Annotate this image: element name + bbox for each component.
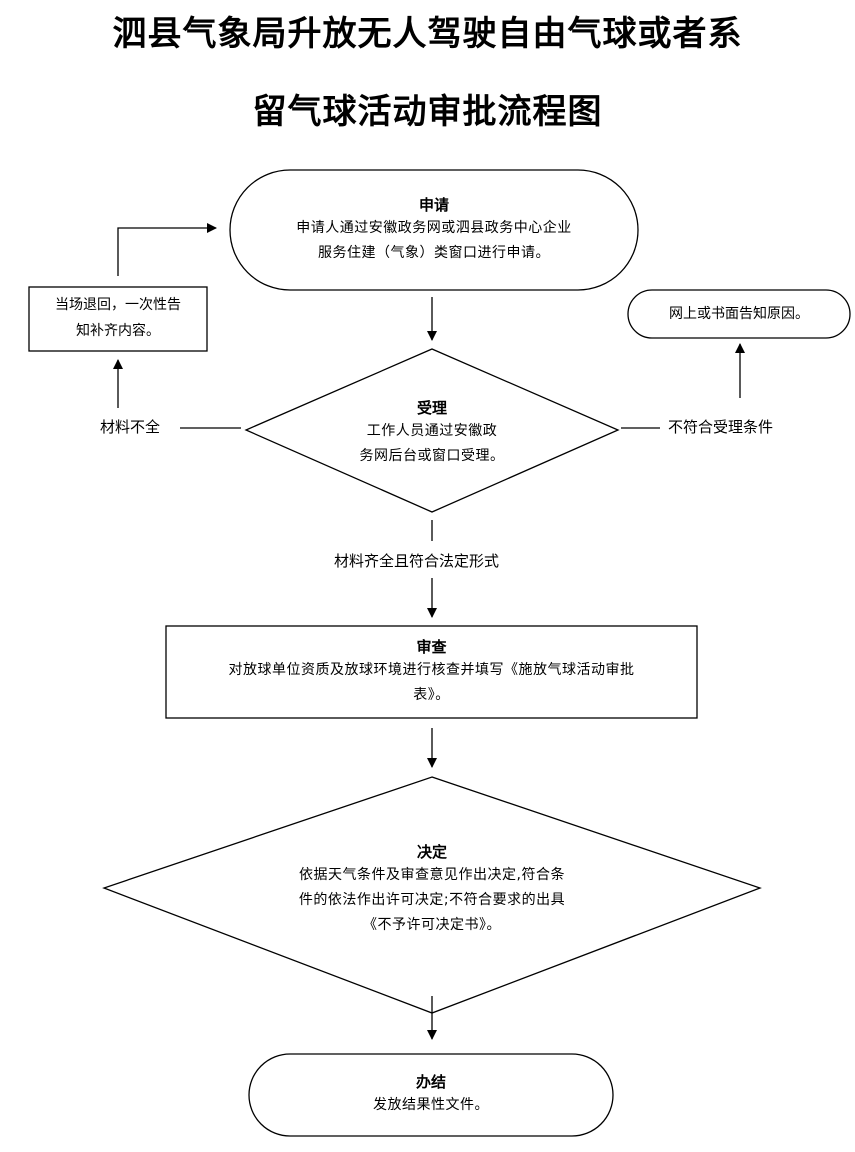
- accept-decision-shape: [244, 348, 620, 513]
- reason-box-shape: [627, 289, 851, 339]
- finish-heading: 办结: [415, 1072, 446, 1091]
- page-title-line-1: 泗县气象局升放无人驾驶自由气球或者系: [112, 14, 743, 54]
- apply-heading: 申请: [418, 196, 449, 214]
- accept-text-line-2: 务网后台或窗口受理。: [359, 448, 505, 464]
- review-text-line-2: 表》。: [413, 687, 450, 703]
- finish-node: 办结 发放结果性文件。: [249, 1064, 613, 1124]
- decision-text-line-3: 《不予许可决定书》。: [363, 916, 501, 933]
- finish-terminal-shape: [248, 1053, 614, 1137]
- reason-box: 网上或书面告知原因。: [628, 301, 850, 327]
- return-box: 当场退回，一次性告 知补齐内容。: [29, 292, 207, 344]
- apply-text-line-2: 服务住建（气象）类窗口进行申请。: [318, 245, 550, 261]
- return-box-line-2: 知补齐内容。: [76, 323, 160, 339]
- return-box-line-1: 当场退回，一次性告: [55, 297, 181, 313]
- reason-box-line-1: 网上或书面告知原因。: [669, 306, 809, 322]
- finish-text-line-1: 发放结果性文件。: [373, 1096, 489, 1113]
- apply-terminal-shape: [229, 169, 639, 291]
- review-text-line-1: 对放球单位资质及放球环境进行核查并填写《施放气球活动审批: [228, 662, 635, 678]
- review-process-shape: [165, 625, 698, 719]
- review-heading: 审查: [416, 638, 447, 656]
- decision-node: 决定 依据天气条件及审查意见作出决定,符合条 件的依法作出许可决定;不符合要求的…: [240, 834, 624, 944]
- accept-node: 受理 工作人员通过安徽政 务网后台或窗口受理。: [300, 390, 564, 476]
- decision-heading: 决定: [416, 842, 447, 861]
- page-title-line-2: 留气球活动审批流程图: [252, 92, 603, 132]
- label-not-qualified: 不符合受理条件: [668, 418, 774, 436]
- accept-text-line-1: 工作人员通过安徽政: [366, 423, 498, 439]
- label-incomplete: 材料不全: [100, 418, 161, 436]
- decision-text-line-1: 依据天气条件及审查意见作出决定,符合条: [299, 866, 565, 883]
- apply-node: 申请 申请人通过安徽政务网或泗县政务中心企业 服务住建（气象）类窗口进行申请。: [230, 182, 638, 278]
- review-node: 审查 对放球单位资质及放球环境进行核查并填写《施放气球活动审批 表》。: [170, 630, 693, 714]
- decision-text-line-2: 件的依法作出许可决定;不符合要求的出具: [298, 891, 566, 908]
- accept-heading: 受理: [416, 399, 447, 417]
- label-complete: 材料齐全且符合法定形式: [334, 552, 500, 570]
- return-box-shape: [28, 286, 208, 352]
- arrow-return-to-apply: [117, 223, 217, 276]
- apply-text-line-1: 申请人通过安徽政务网或泗县政务中心企业: [296, 220, 572, 236]
